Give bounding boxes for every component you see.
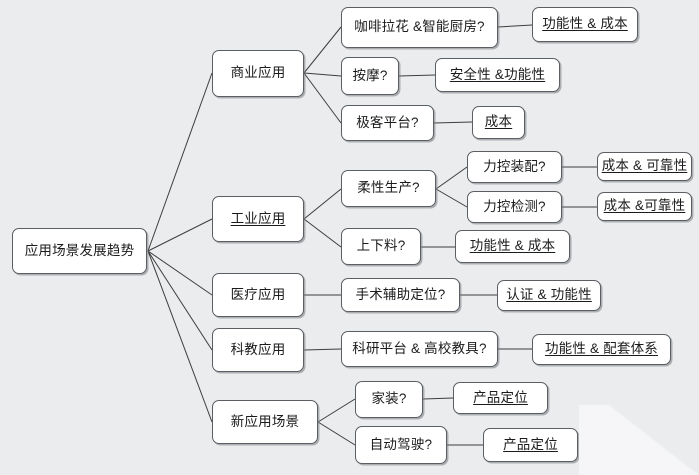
- node-b1c2l[interactable]: 安全性 &功能性: [435, 58, 560, 92]
- node-label-b1c1: 咖啡拉花 &智能厨房?: [354, 19, 485, 35]
- node-b2c1b[interactable]: 力控检测?: [467, 191, 562, 223]
- node-b5c2l[interactable]: 产品定位: [483, 428, 578, 462]
- node-label-b4: 科教应用: [230, 341, 286, 357]
- node-label-b5c2l: 产品定位: [503, 436, 558, 452]
- edge-b5c1-to-b5c1l: [422, 397, 454, 400]
- node-b5c1l[interactable]: 产品定位: [453, 382, 548, 414]
- edge-root-to-b5: [147, 250, 213, 423]
- node-label-root: 应用场景发展趋势: [24, 242, 135, 258]
- node-label-b1c3l: 成本: [484, 114, 513, 130]
- edge-root-to-b1: [147, 72, 213, 252]
- node-b3c1[interactable]: 手术辅助定位?: [341, 278, 460, 312]
- node-label-b2: 工业应用: [230, 210, 286, 226]
- node-b1c3[interactable]: 极客平台?: [341, 105, 434, 141]
- node-b4c1l[interactable]: 功能性 & 配套体系: [532, 334, 671, 365]
- edge-b4-to-b4c1: [303, 348, 342, 351]
- node-label-b2c1a: 力控装配?: [483, 158, 546, 174]
- node-label-b1c1l: 功能性 & 成本: [542, 16, 628, 32]
- node-root[interactable]: 应用场景发展趋势: [12, 228, 147, 274]
- node-label-b5: 新应用场景: [230, 413, 300, 429]
- node-b1c1[interactable]: 咖啡拉花 &智能厨房?: [341, 7, 498, 48]
- node-label-b5c1: 家装?: [371, 391, 407, 407]
- node-b1c3l[interactable]: 成本: [472, 106, 525, 139]
- edge-b2-to-b2c1: [303, 188, 342, 220]
- node-label-b2c1b: 力控检测?: [483, 198, 546, 214]
- node-label-b3c1: 手术辅助定位?: [355, 286, 446, 302]
- edge-b2c1-to-b2c1b: [435, 188, 468, 208]
- node-b5[interactable]: 新应用场景: [212, 400, 318, 444]
- edge-b5-to-b5c2: [317, 421, 356, 446]
- node-label-b3c1l: 认证 & 功能性: [506, 287, 592, 303]
- node-b5c1[interactable]: 家装?: [355, 381, 423, 418]
- node-b2c2l[interactable]: 功能性 & 成本: [455, 230, 570, 263]
- edge-b1-to-b1c3: [303, 72, 342, 124]
- node-label-b1c3: 极客平台?: [356, 114, 419, 130]
- node-label-b5c1l: 产品定位: [473, 389, 528, 405]
- node-label-b2c1: 柔性生产?: [357, 180, 420, 196]
- node-b3[interactable]: 医疗应用: [212, 273, 304, 317]
- node-b2c1bl[interactable]: 成本 &可靠性: [597, 192, 692, 221]
- node-b4[interactable]: 科教应用: [212, 328, 304, 372]
- node-label-b2c2: 上下料?: [356, 238, 406, 254]
- node-label-b4c1: 科研平台 & 高校教具?: [352, 340, 487, 356]
- edge-b1-to-b1c1: [303, 26, 342, 74]
- node-b2[interactable]: 工业应用: [212, 196, 304, 242]
- node-b3c1l[interactable]: 认证 & 功能性: [497, 280, 601, 311]
- node-b1[interactable]: 商业应用: [212, 50, 304, 97]
- edge-b2-to-b2c2: [303, 218, 342, 248]
- node-label-b2c1bl: 成本 &可靠性: [603, 198, 686, 214]
- edge-b1c3-to-b1c3l: [433, 121, 473, 124]
- node-label-b1c2l: 安全性 &功能性: [449, 66, 546, 82]
- edge-b1-to-b1c2: [303, 72, 342, 77]
- node-label-b3: 医疗应用: [230, 286, 286, 302]
- node-b4c1[interactable]: 科研平台 & 高校教具?: [341, 331, 498, 367]
- edge-b1c2-to-b1c2l: [398, 74, 436, 77]
- node-label-b5c2: 自动驾驶?: [369, 436, 433, 452]
- edge-root-to-b2: [147, 218, 213, 252]
- edge-b1c1-to-b1c1l: [497, 24, 533, 28]
- node-b2c2[interactable]: 上下料?: [341, 228, 421, 265]
- edge-root-to-b3: [147, 250, 213, 296]
- node-b2c1al[interactable]: 成本 & 可靠性: [597, 152, 692, 181]
- node-b5c2[interactable]: 自动驾驶?: [355, 426, 447, 464]
- node-b1c1l[interactable]: 功能性 & 成本: [532, 7, 638, 42]
- edge-b5-to-b5c1: [317, 398, 356, 423]
- node-label-b1: 商业应用: [230, 65, 286, 81]
- edge-root-to-b4: [147, 250, 213, 351]
- node-b2c1[interactable]: 柔性生产?: [341, 170, 436, 207]
- node-b1c2[interactable]: 按摩?: [341, 57, 399, 95]
- edge-b2c1-to-b2c1a: [435, 166, 468, 190]
- node-label-b1c2: 按摩?: [352, 67, 388, 83]
- node-b2c1a[interactable]: 力控装配?: [467, 151, 562, 183]
- node-label-b4c1l: 功能性 & 配套体系: [544, 341, 658, 357]
- node-label-b2c2l: 功能性 & 成本: [469, 238, 556, 254]
- node-label-b2c1al: 成本 & 可靠性: [601, 158, 688, 174]
